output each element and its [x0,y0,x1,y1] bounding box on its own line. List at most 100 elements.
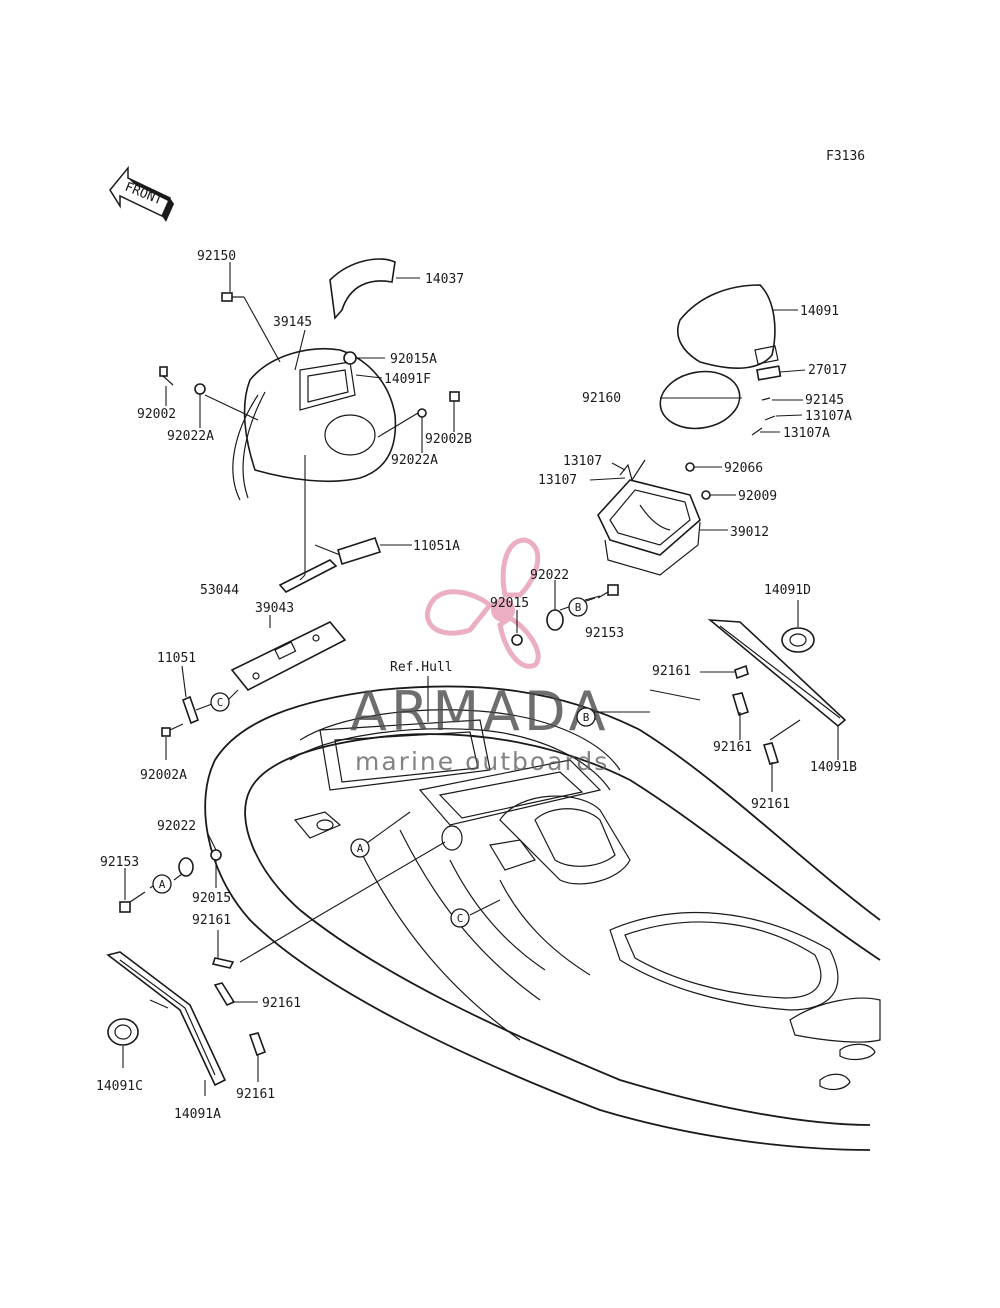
label-92161-l3: 92161 [236,1087,275,1102]
label-13107-2: 13107 [538,473,577,488]
bolt-92153-left [119,891,146,913]
label-92150: 92150 [197,249,236,264]
bolt-92002A [161,723,184,737]
label-92153-left: 92153 [100,855,139,870]
label-39043: 39043 [255,601,294,616]
label-92160: 92160 [582,391,621,406]
label-11051: 11051 [157,651,196,666]
label-92022A-right: 92022A [391,453,438,468]
clip-92161-l1 [211,957,235,969]
callout-c-hull: C [450,908,470,928]
label-92015-left: 92015 [192,891,231,906]
clip-92161-l3 [248,1032,267,1057]
clip-92161-r2 [731,692,749,717]
svg-text:B: B [583,711,590,724]
trim-14037 [329,258,396,320]
label-14091C: 14091C [96,1079,143,1094]
label-92002: 92002 [137,407,176,422]
callout-a-top: A [152,874,172,894]
nut-92066 [685,462,695,472]
ref-hull-label: Ref.Hull [390,660,453,675]
bolt-92153-top [597,584,619,599]
label-14091F: 14091F [384,372,431,387]
label-92161-r1: 92161 [652,664,691,679]
clip-92161-l2 [213,982,236,1007]
label-14091A: 14091A [174,1107,221,1122]
label-92022-left: 92022 [157,819,196,834]
bracket-11051A [337,536,382,566]
part-labels: 92150 14037 39145 92015A 14091F 92002 92… [96,249,857,1122]
clip-13107 [619,459,646,482]
nut-92015A [343,351,357,365]
label-14091B: 14091B [810,760,857,775]
label-92022A-left: 92022A [167,429,214,444]
label-92066: 92066 [724,461,763,476]
pad-27017 [756,365,782,381]
label-92161-r3: 92161 [751,797,790,812]
washer-92022-left [178,857,194,877]
cap-14091C [107,1018,139,1046]
label-92002A: 92002A [140,768,187,783]
svg-text:B: B [575,601,582,614]
callout-b-top: B [568,597,588,617]
label-92161-r2: 92161 [713,740,752,755]
leader-lines [124,262,806,916]
label-14091: 14091 [800,304,839,319]
label-11051A: 11051A [413,539,460,554]
label-92015A: 92015A [390,352,437,367]
label-92145: 92145 [805,393,844,408]
callout-a-hull: A [350,838,370,858]
callout-b-hull: B [576,707,596,727]
label-14037: 14037 [425,272,464,287]
watermark: ARMADA marine outboards [350,537,610,776]
nut-92015-top [511,634,523,646]
rod-53044 [278,559,338,594]
watermark-brand: ARMADA [350,680,610,743]
gasket-92160 [659,370,741,430]
bolt-92002B [449,391,460,402]
label-92009: 92009 [738,489,777,504]
label-92161-l1: 92161 [192,913,231,928]
rail-14091B [707,619,847,728]
hull-outline [204,685,881,1151]
propeller-logo-icon [425,537,541,669]
watermark-tagline: marine outboards [355,747,609,776]
nut-92015-left [210,849,222,861]
washer-92022-top [546,609,564,631]
label-39012: 39012 [730,525,769,540]
washer-92022A-right [417,408,427,418]
front-arrow-icon: FRONT [109,165,174,222]
clip-92161-r1 [734,664,749,680]
svg-text:A: A [159,878,166,891]
label-13107-1: 13107 [563,454,602,469]
bracket-11051 [181,695,200,725]
label-92153-top: 92153 [585,626,624,641]
bin-39012 [597,479,701,576]
label-92161-l2: 92161 [262,996,301,1011]
label-27017: 27017 [808,363,847,378]
svg-text:A: A [357,842,364,855]
bolt-92150 [221,292,244,302]
bolt-92002 [159,366,174,386]
label-92015-top: 92015 [490,596,529,611]
clip-92161-r3 [762,742,780,765]
screw-92009 [701,490,711,500]
label-92002B: 92002B [425,432,472,447]
cap-14091D [781,627,815,653]
washer-92022A-left [194,383,206,395]
callout-c-top: C [210,692,230,712]
svg-text:C: C [457,912,464,925]
lid-14091 [676,284,776,369]
label-53044: 53044 [200,583,239,598]
label-14091D: 14091D [764,583,811,598]
pin-92145 [761,397,771,401]
label-92022-top: 92022 [530,568,569,583]
svg-text:C: C [217,696,224,709]
figure-code: F3136 [826,149,865,164]
plate-39043 [230,621,347,692]
cover-39145 [232,347,397,501]
label-13107A-1: 13107A [805,409,852,424]
label-39145: 39145 [273,315,312,330]
label-13107A-2: 13107A [783,426,830,441]
